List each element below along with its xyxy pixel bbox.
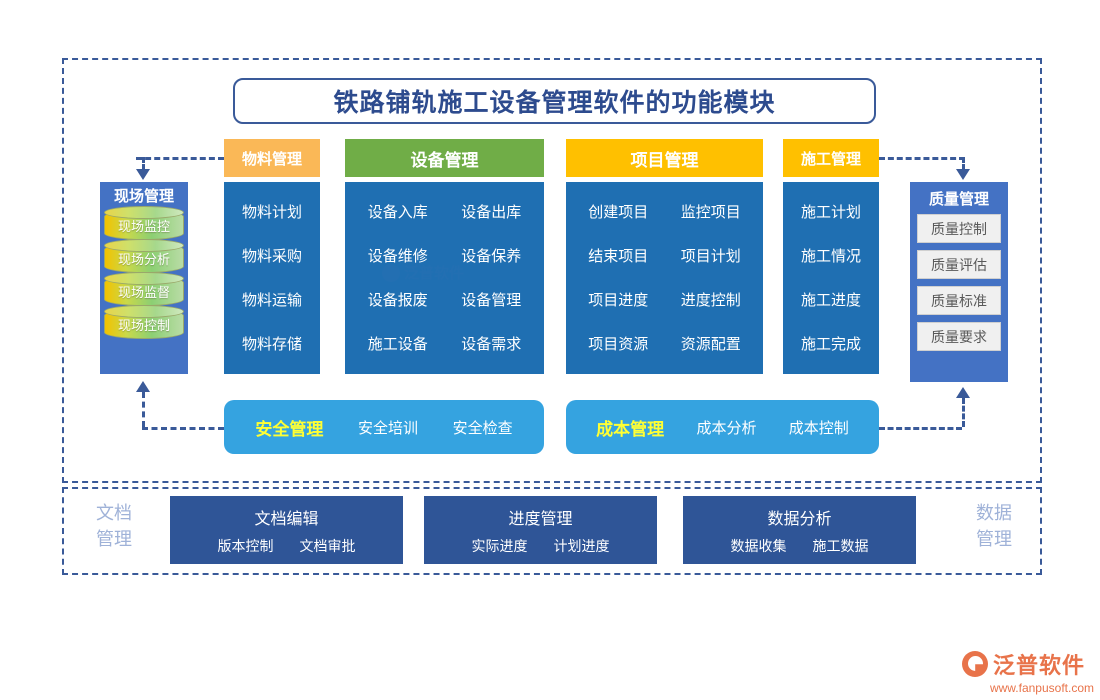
label-document-management: 文档 管理 [72, 500, 156, 552]
page-title-text: 铁路铺轨施工设备管理软件的功能模块 [333, 89, 776, 117]
connector-material-to-site [136, 157, 224, 160]
bar-cost-item-analysis[interactable]: 成本分析 [696, 419, 757, 437]
box-data-analysis: 数据分析 数据收集 施工数据 [683, 496, 916, 564]
connector-cost-to-quality-vertical [962, 398, 965, 427]
brand-logo-url: www.fanpusoft.com [989, 681, 1094, 695]
chip-equipment-management[interactable]: 设备管理 [345, 139, 544, 177]
list-item[interactable]: 设备报废 [367, 291, 428, 309]
site-cylinder-list: 现场监控 现场分析 现场监督 现场控制 [104, 206, 184, 339]
list-item[interactable]: 资源配置 [680, 335, 741, 353]
box-document-editing: 文档编辑 版本控制 文档审批 [170, 496, 403, 564]
arrow-up-icon [956, 387, 970, 398]
list-item[interactable]: 项目资源 [588, 335, 649, 353]
box-item-planned-progress[interactable]: 计划进度 [553, 537, 610, 554]
list-item[interactable]: 物料采购 [241, 247, 302, 265]
chip-construction-management[interactable]: 施工管理 [783, 139, 879, 177]
arrow-up-icon [136, 381, 150, 392]
brand-logo: 泛普软件 www.fanpusoft.com [962, 648, 1094, 695]
list-item[interactable]: 创建项目 [588, 203, 649, 221]
quality-item-requirement[interactable]: 质量要求 [917, 322, 1001, 351]
label-line-2: 管理 [96, 529, 132, 550]
bar-safety-lead[interactable]: 安全管理 [255, 419, 324, 439]
arrow-down-icon [136, 169, 150, 180]
connector-safety-to-site-vertical [142, 392, 145, 427]
arrow-down-icon [956, 169, 970, 180]
bottom-section-frame [62, 487, 1042, 575]
bar-safety-item-inspection[interactable]: 安全检查 [452, 419, 513, 437]
list-item[interactable]: 设备入库 [367, 203, 428, 221]
quality-item-control[interactable]: 质量控制 [917, 214, 1001, 243]
bar-cost-item-control[interactable]: 成本控制 [788, 419, 849, 437]
chip-equipment-label: 设备管理 [410, 150, 479, 170]
label-line-1: 数据 [976, 503, 1012, 523]
box-item-data-collection[interactable]: 数据收集 [730, 537, 787, 554]
label-line-1: 文档 [96, 503, 132, 523]
panel-project-management: 创建项目 监控项目 结束项目 项目计划 项目进度 进度控制 项目资源 资源配置 [566, 182, 763, 374]
quality-item-standard[interactable]: 质量标准 [917, 286, 1001, 315]
box-item-document-approval[interactable]: 文档审批 [299, 537, 356, 554]
cylinder-label: 现场控制 [117, 317, 170, 333]
list-item[interactable]: 物料计划 [241, 203, 302, 221]
label-data-management: 数据 管理 [952, 500, 1036, 552]
connector-construction-to-quality [879, 157, 965, 160]
list-item[interactable]: 物料运输 [241, 291, 302, 309]
box-title: 文档编辑 [254, 510, 319, 528]
cylinder-label: 现场监控 [117, 218, 170, 234]
chip-material-management[interactable]: 物料管理 [224, 139, 320, 177]
connector-construction-to-quality-vertical [962, 157, 965, 177]
cylinder-label: 现场监督 [117, 284, 170, 300]
box-item-version-control[interactable]: 版本控制 [217, 537, 274, 554]
list-item[interactable]: 进度控制 [680, 291, 741, 309]
list-item[interactable]: 设备需求 [461, 335, 522, 353]
box-title: 进度管理 [508, 510, 573, 528]
cylinder-site-supervision[interactable]: 现场监督 [104, 272, 184, 306]
chip-project-management[interactable]: 项目管理 [566, 139, 763, 177]
cylinder-site-analysis[interactable]: 现场分析 [104, 239, 184, 273]
list-item[interactable]: 项目进度 [588, 291, 649, 309]
list-item[interactable]: 施工情况 [800, 247, 861, 265]
quality-item-assessment[interactable]: 质量评估 [917, 250, 1001, 279]
bar-cost-lead[interactable]: 成本管理 [596, 419, 665, 439]
panel-equipment-management: 设备入库 设备出库 设备维修 设备保养 设备报废 设备管理 施工设备 设备需求 [345, 182, 544, 374]
list-item[interactable]: 设备保养 [461, 247, 522, 265]
list-item[interactable]: 施工设备 [367, 335, 428, 353]
top-section-frame [62, 58, 1042, 483]
list-item[interactable]: 监控项目 [680, 203, 741, 221]
page-title: 铁路铺轨施工设备管理软件的功能模块 [233, 78, 876, 124]
bar-safety-item-training[interactable]: 安全培训 [357, 419, 418, 437]
panel-site-management: 现场管理 现场监控 现场分析 现场监督 现场控制 [100, 182, 188, 374]
panel-material-management: 物料计划 物料采购 物料运输 物料存储 [224, 182, 320, 374]
connector-cost-to-quality [879, 427, 962, 430]
label-line-2: 管理 [976, 529, 1012, 550]
bar-safety-management: 安全管理 安全培训 安全检查 [224, 400, 544, 454]
list-item[interactable]: 物料存储 [241, 335, 302, 353]
quality-management-header: 质量管理 [928, 191, 989, 208]
box-item-actual-progress[interactable]: 实际进度 [471, 537, 528, 554]
panel-quality-management: 质量管理 质量控制 质量评估 质量标准 质量要求 [910, 182, 1008, 382]
cylinder-site-monitoring[interactable]: 现场监控 [104, 206, 184, 240]
list-item[interactable]: 施工进度 [800, 291, 861, 309]
chip-project-label: 项目管理 [630, 150, 699, 170]
cylinder-label: 现场分析 [117, 251, 170, 267]
list-item[interactable]: 施工计划 [800, 203, 861, 221]
bar-cost-management: 成本管理 成本分析 成本控制 [566, 400, 879, 454]
list-item[interactable]: 设备维修 [367, 247, 428, 265]
brand-logo-icon [962, 651, 988, 677]
list-item[interactable]: 设备出库 [461, 203, 522, 221]
chip-construction-label: 施工管理 [800, 150, 861, 168]
panel-construction-management: 施工计划 施工情况 施工进度 施工完成 [783, 182, 879, 374]
list-item[interactable]: 结束项目 [588, 247, 649, 265]
connector-material-to-site-vertical [142, 157, 145, 177]
connector-safety-to-site [142, 427, 224, 430]
cylinder-site-control[interactable]: 现场控制 [104, 305, 184, 339]
site-management-header: 现场管理 [113, 188, 174, 205]
box-progress-management: 进度管理 实际进度 计划进度 [424, 496, 657, 564]
list-item[interactable]: 施工完成 [800, 335, 861, 353]
list-item[interactable]: 设备管理 [461, 291, 522, 309]
box-item-construction-data[interactable]: 施工数据 [812, 537, 869, 554]
brand-logo-text: 泛普软件 [993, 653, 1086, 678]
chip-material-label: 物料管理 [241, 150, 302, 168]
box-title: 数据分析 [767, 510, 832, 528]
list-item[interactable]: 项目计划 [680, 247, 741, 265]
